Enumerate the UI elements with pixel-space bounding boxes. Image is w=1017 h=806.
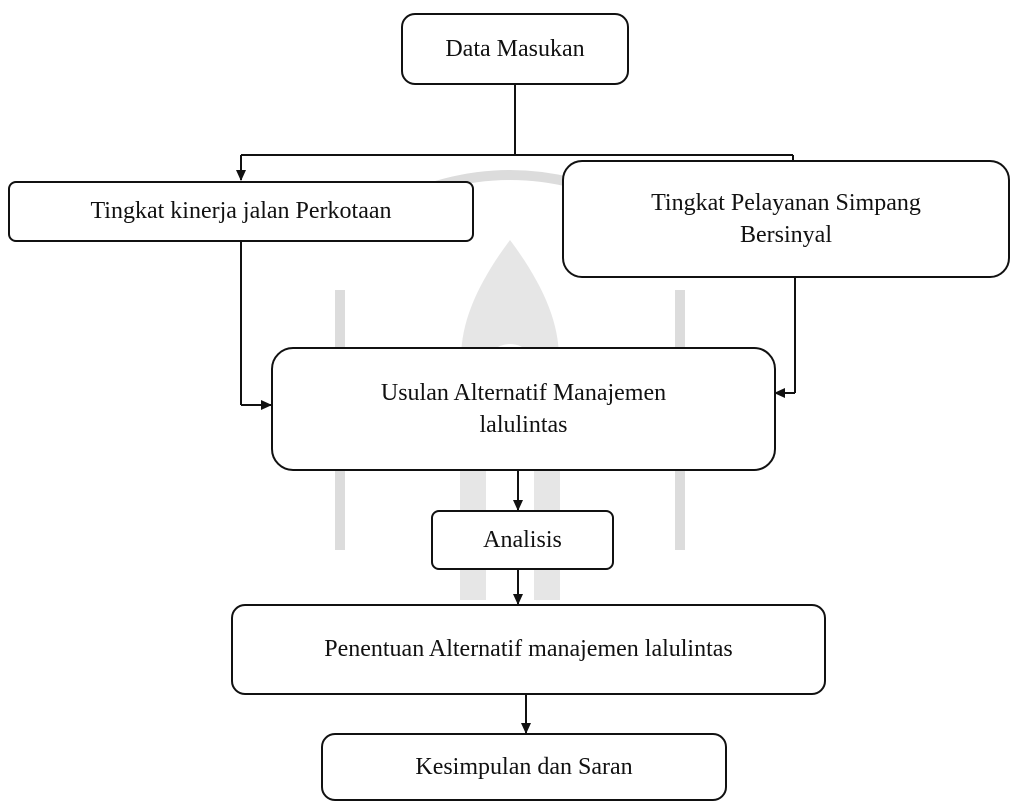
node-proposal: Usulan Alternatif Manajemen lalulintas — [271, 347, 776, 471]
node-input: Data Masukan — [401, 13, 629, 85]
node-road-performance: Tingkat kinerja jalan Perkotaan — [8, 181, 474, 242]
node-conclusion: Kesimpulan dan Saran — [321, 733, 727, 801]
node-intersection-service: Tingkat Pelayanan Simpang Bersinyal — [562, 160, 1010, 278]
node-determination: Penentuan Alternatif manajemen lalulinta… — [231, 604, 826, 695]
node-analysis: Analisis — [431, 510, 614, 570]
